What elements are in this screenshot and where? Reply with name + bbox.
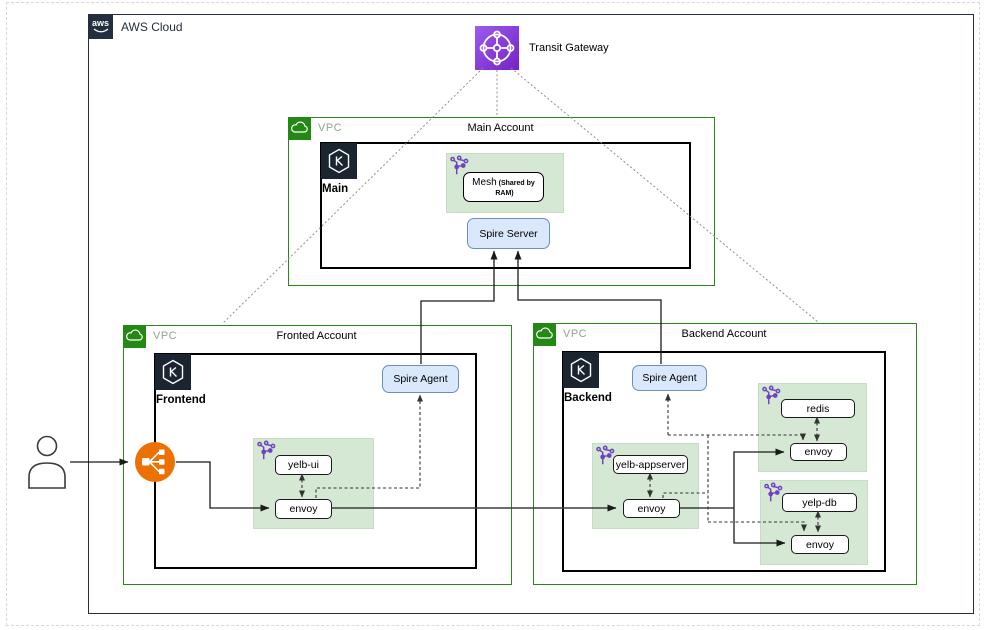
- yelpdb-app-mesh-icon: [762, 482, 784, 509]
- load-balancer-icon: [135, 442, 175, 487]
- frontend-vpc-icon: [123, 325, 146, 353]
- main-cluster-label: Main: [322, 183, 349, 195]
- backend-account-title: Backend Account: [681, 328, 767, 340]
- yelb-ui-box: yelb-ui: [275, 455, 332, 475]
- spire-server-box: Spire Server: [467, 218, 550, 249]
- yelp-db-box: yelp-db: [782, 493, 857, 512]
- redis-box: redis: [781, 399, 855, 418]
- mesh-note-2: RAM): [495, 189, 514, 197]
- main-account-title: Main Account: [467, 122, 534, 134]
- mesh-note-1: (Shared by: [498, 179, 535, 187]
- main-app-mesh-icon: [448, 155, 470, 182]
- mesh-label: Mesh: [472, 176, 497, 188]
- backend-vpc-box: [533, 323, 917, 585]
- aws-smile-glyph: [93, 28, 108, 33]
- main-eks-icon: [321, 143, 357, 184]
- yelpdb-envoy-box: envoy: [791, 535, 849, 554]
- frontend-app-mesh-icon: [255, 440, 277, 467]
- frontend-envoy-box: envoy: [275, 499, 332, 519]
- main-vpc-icon: [288, 117, 311, 145]
- backend-spire-agent-box: Spire Agent: [632, 365, 707, 391]
- backend-eks-icon: [563, 352, 599, 393]
- aws-cloud-label: AWS Cloud: [121, 19, 183, 34]
- backend-cluster-label: Backend: [564, 392, 612, 404]
- backend-cluster-box: [562, 351, 886, 572]
- appserver-app-mesh-icon: [594, 445, 616, 472]
- mesh-shared-by-ram-box: Mesh(Shared by RAM): [463, 172, 544, 202]
- transit-gateway-label: Transit Gateway: [529, 42, 609, 54]
- redis-envoy-box: envoy: [790, 443, 847, 461]
- frontend-spire-agent-box: Spire Agent: [382, 365, 459, 393]
- appserver-envoy-box: envoy: [623, 499, 680, 518]
- mesh-shared-line1: Mesh(Shared by: [472, 176, 535, 189]
- frontend-vpc-box: [123, 325, 512, 585]
- frontend-eks-icon: [155, 354, 191, 395]
- transit-gateway-icon: [475, 26, 519, 70]
- page-boundary: [6, 2, 980, 626]
- frontend-cluster-label: Frontend: [156, 394, 206, 406]
- frontend-vpc-tag: VPC: [153, 330, 178, 342]
- redis-app-mesh-icon: [760, 385, 782, 412]
- aws-cloud-icon: aws: [88, 14, 113, 39]
- aws-logo-word: aws: [91, 18, 109, 28]
- frontend-account-title: Fronted Account: [276, 330, 357, 342]
- backend-vpc-icon: [533, 323, 556, 351]
- user-icon: [26, 434, 70, 495]
- yelb-appserver-box: yelb-appserver: [613, 455, 688, 474]
